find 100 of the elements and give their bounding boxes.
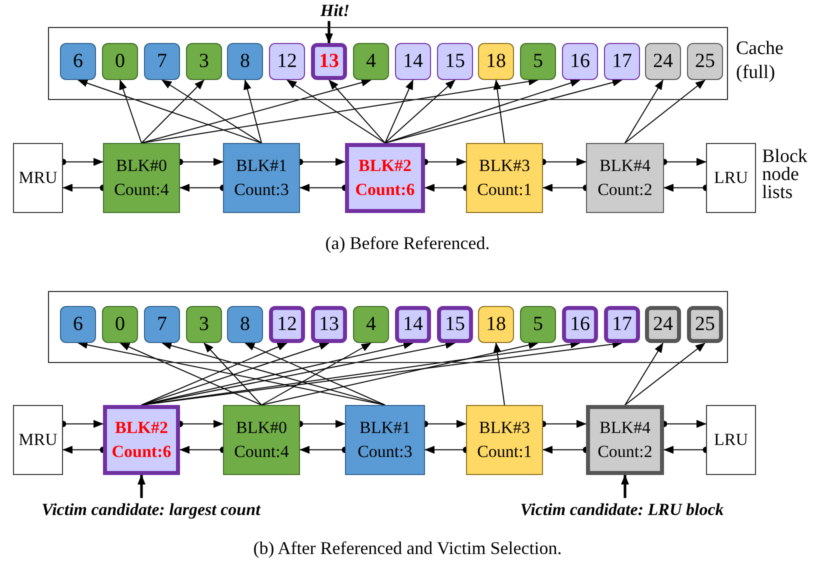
cache-block: 5 (520, 306, 556, 343)
arrow (141, 342, 330, 406)
block-id: BLK#1 (236, 155, 287, 177)
block-node-box (345, 405, 425, 475)
arrow (384, 79, 580, 144)
arrow (621, 474, 629, 498)
cache-block: 12 (269, 43, 305, 80)
block-count: Count:2 (598, 179, 652, 201)
block-id: BLK#1 (360, 417, 410, 439)
cache-block: 15 (437, 43, 473, 80)
arrow (325, 21, 333, 44)
cache-label: Cache (full) (736, 37, 784, 85)
cache-block: 17 (604, 43, 640, 80)
arrow (261, 341, 538, 406)
cache-block: 5 (520, 43, 556, 80)
cache-block: 13 (311, 43, 347, 80)
annotation-text: Victim candidate: largest count (6, 498, 296, 522)
cache-block: 4 (353, 43, 389, 80)
list-end-box: MRU (13, 405, 63, 475)
arrow (493, 80, 505, 144)
block-node-box (103, 143, 180, 213)
arrow (384, 78, 622, 144)
list-end-box: MRU (13, 143, 63, 213)
arrow (204, 342, 262, 406)
block-id: BLK#3 (479, 417, 530, 439)
block-node-box (466, 143, 543, 213)
block-id: BLK#4 (600, 155, 650, 177)
arrow (138, 474, 146, 498)
block-id: BLK#2 (358, 155, 412, 177)
block-count: Count:1 (477, 179, 532, 201)
cache-block: 13 (311, 306, 347, 343)
block-node-box (103, 405, 180, 475)
block-count: Count:1 (477, 441, 532, 463)
block-node-box (223, 405, 300, 475)
cache-block: 14 (395, 306, 431, 343)
arrow (624, 80, 706, 144)
block-id: BLK#3 (479, 155, 530, 177)
block-node-box (586, 143, 664, 213)
cache-block: 12 (269, 306, 305, 343)
cache-block: 24 (645, 306, 681, 343)
block-count: Count:6 (355, 179, 415, 201)
list-end-box: LRU (706, 143, 756, 213)
arrow (141, 80, 204, 144)
arrow (162, 80, 262, 144)
arrow (141, 78, 372, 144)
cache-block: 24 (645, 43, 681, 80)
caption-text: (b) After Referenced and Victim Selection. (252, 537, 563, 559)
block-id: BLK#2 (115, 417, 168, 439)
cache-block: 4 (353, 306, 389, 343)
cache-block: 0 (102, 306, 138, 343)
block-node-box (586, 405, 664, 475)
arrow (624, 80, 664, 144)
block-count: Count:2 (598, 441, 652, 463)
arrow (286, 80, 386, 144)
block-count: Count:4 (234, 441, 289, 463)
cache-block: 18 (478, 43, 514, 80)
cache-block: 3 (186, 43, 222, 80)
arrow (624, 342, 706, 406)
cache-block: 8 (227, 306, 263, 343)
arrow (120, 342, 262, 406)
block-count: Count:4 (114, 179, 169, 201)
arrow (384, 80, 456, 144)
block-count: Count:3 (234, 179, 289, 201)
arrow (119, 80, 142, 144)
arrow (141, 78, 538, 144)
cache-block: 6 (60, 43, 96, 80)
annotation-text: Victim candidate: LRU block (488, 498, 756, 522)
cache-block: 16 (562, 306, 598, 343)
cache-block: 7 (144, 306, 180, 343)
cache-block: 6 (60, 306, 96, 343)
block-id: BLK#0 (236, 417, 287, 439)
list-end-box: LRU (706, 405, 756, 475)
arrow (493, 342, 505, 406)
arrow (328, 80, 386, 144)
cache-block: 3 (186, 306, 222, 343)
block-count: Count:3 (358, 441, 412, 463)
block-count: Count:6 (112, 441, 172, 463)
cache-block: 16 (562, 43, 598, 80)
arrow (624, 342, 664, 406)
arrow (141, 342, 288, 406)
arrow (244, 80, 262, 144)
cache-block: 18 (478, 306, 514, 343)
arrow (162, 342, 386, 406)
arrow (244, 342, 386, 406)
cache-block: 8 (227, 43, 263, 80)
block-node-box (466, 405, 543, 475)
cache-block: 15 (437, 306, 473, 343)
cache-block: 14 (395, 43, 431, 80)
cache-block: 17 (604, 306, 640, 343)
cache-block: 25 (687, 306, 723, 343)
cache-block: 7 (144, 43, 180, 80)
block-node-box (223, 143, 300, 213)
block-id: BLK#0 (116, 155, 167, 177)
caption-text: (a) Before Referenced. (324, 232, 491, 254)
cache-block: 0 (102, 43, 138, 80)
side-label: Block node lists (762, 148, 808, 202)
annotation-text: Hit! (300, 0, 370, 21)
cache-block: 25 (687, 43, 723, 80)
block-node-box (345, 143, 425, 213)
block-id: BLK#4 (600, 417, 650, 439)
